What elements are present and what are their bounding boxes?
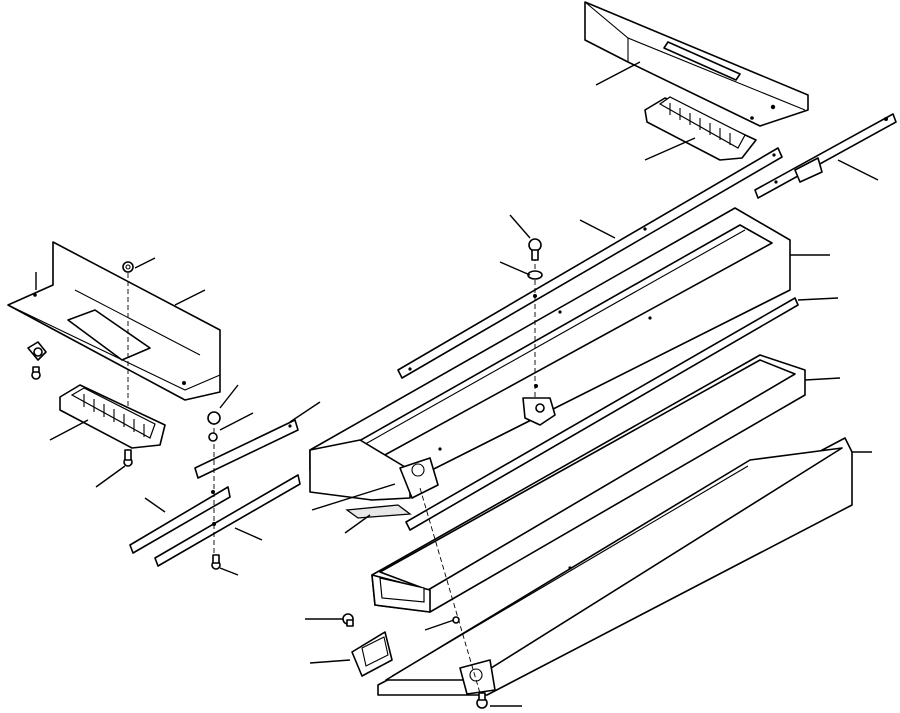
long-top-rail [397, 147, 783, 379]
bottom-bolt-stack [419, 487, 488, 709]
center-bolt-stack [522, 238, 556, 426]
left-grille [59, 384, 166, 449]
left-small-strips [129, 411, 301, 570]
leader-lines [35, 61, 879, 707]
small-pad [345, 504, 412, 519]
bottom-base-channel [377, 437, 853, 696]
main-housing [309, 207, 791, 501]
right-strip-bar [754, 113, 897, 199]
left-cover-plate [7, 241, 221, 401]
top-right-grille [644, 96, 757, 161]
bottom-left-clip [342, 613, 393, 677]
top-right-cover-plate [584, 1, 809, 127]
middle-thin-strip [405, 297, 799, 531]
inner-tray [371, 354, 806, 613]
